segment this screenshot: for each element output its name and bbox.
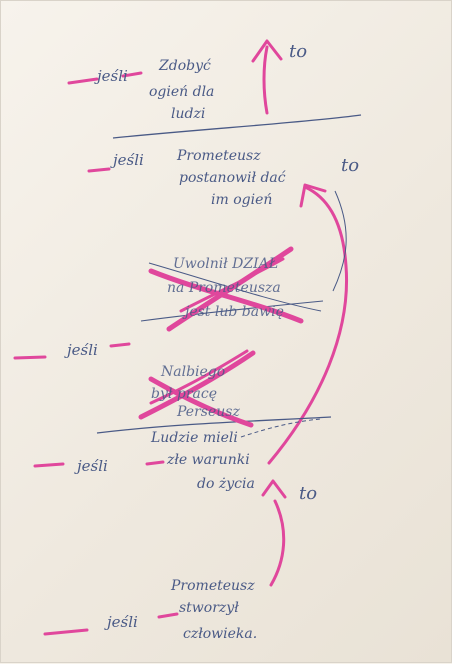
line-6-3: człowieka. bbox=[183, 626, 258, 642]
arrow-head-3 bbox=[261, 479, 287, 499]
guide-line-2 bbox=[140, 300, 324, 322]
arrow-up-1 bbox=[262, 45, 269, 115]
cross-2a bbox=[148, 376, 254, 428]
divider-2b bbox=[240, 418, 322, 438]
divider-2 bbox=[96, 416, 332, 434]
line-5-3: do życia bbox=[197, 476, 255, 492]
dash-8 bbox=[145, 460, 165, 466]
cross-1c bbox=[179, 257, 285, 313]
arrow-head-big bbox=[299, 183, 327, 208]
dash-3 bbox=[13, 355, 47, 360]
then-label-3: to bbox=[299, 483, 318, 504]
dash-4 bbox=[33, 462, 65, 468]
arrow-head-1 bbox=[251, 39, 283, 63]
if-label-3: jeśli bbox=[67, 341, 98, 359]
line-6-1: Prometeusz bbox=[171, 578, 255, 594]
then-label-2: to bbox=[341, 155, 360, 176]
struck-line-3-2: na Prometeusza bbox=[167, 280, 281, 296]
struck-line-3-1: Uwolnił DZIAŁ bbox=[173, 256, 279, 272]
guide-line-1 bbox=[148, 262, 322, 312]
line-5-2: złe warunki bbox=[167, 452, 250, 468]
line-1-3: ludzi bbox=[171, 106, 206, 122]
cross-1b bbox=[166, 246, 294, 332]
line-2-2: postanowił dać bbox=[179, 170, 286, 186]
if-label-2: jeśli bbox=[113, 151, 144, 169]
dash-5 bbox=[43, 628, 89, 636]
line-1-2: ogień dla bbox=[149, 84, 215, 100]
dash-6 bbox=[121, 71, 143, 78]
dash-9 bbox=[157, 612, 179, 619]
guide-line-3 bbox=[332, 190, 347, 292]
struck-line-3-3: jest lub bawię bbox=[185, 304, 284, 320]
cross-1a bbox=[148, 268, 304, 324]
struck-line-4-1: Nalbiego bbox=[161, 364, 226, 380]
if-label-4: jeśli bbox=[77, 457, 108, 475]
then-label-1: to bbox=[289, 41, 308, 62]
dash-2 bbox=[87, 167, 111, 173]
arrow-up-3 bbox=[269, 499, 286, 587]
struck-line-4-2: był pracę bbox=[151, 386, 217, 402]
dash-1 bbox=[67, 77, 99, 85]
line-2-3: im ogień bbox=[211, 192, 273, 208]
cross-2c bbox=[149, 349, 249, 405]
arrow-big bbox=[267, 185, 349, 465]
divider-1 bbox=[112, 114, 362, 139]
line-6-2: stworzył bbox=[179, 600, 239, 616]
if-label-5: jeśli bbox=[107, 613, 138, 631]
line-5-1: Ludzie mieli bbox=[151, 430, 238, 446]
dash-7 bbox=[109, 342, 131, 348]
if-label-1: jeśli bbox=[97, 67, 128, 85]
struck-line-4-3: Perseusz bbox=[177, 404, 240, 420]
cross-2b bbox=[138, 350, 256, 420]
line-1-1: Zdobyć bbox=[159, 58, 211, 74]
line-2-1: Prometeusz bbox=[177, 148, 261, 164]
